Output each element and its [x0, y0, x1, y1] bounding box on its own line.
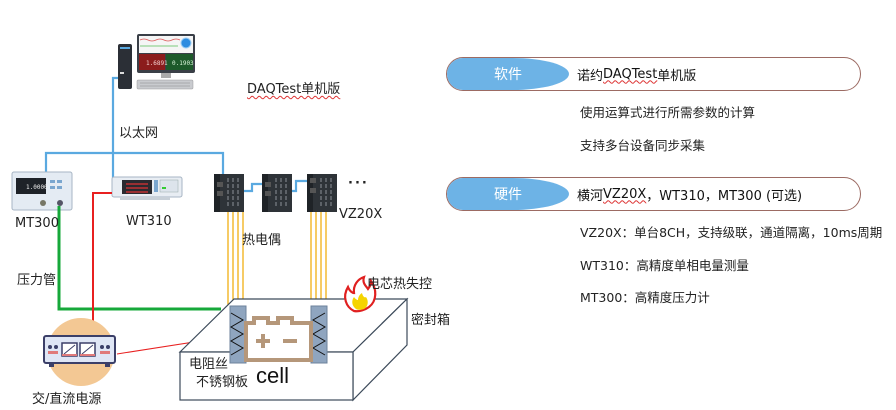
steel-plate-label: 不锈钢板 [196, 375, 249, 390]
more-devices-ellipsis: ··· [348, 176, 369, 191]
wt310-device-icon [111, 176, 183, 200]
pc-value-left: 1.6891 [146, 60, 168, 67]
mt300-label: MT300 [15, 216, 59, 231]
pc-icon: 1.6891 0.1903 [118, 34, 195, 90]
thermocouple-wires [227, 212, 327, 306]
thermocouple-label: 热电偶 [242, 233, 282, 248]
heater-wire-label: 电阻丝 [189, 357, 229, 372]
vz20x-module-icon [307, 174, 337, 212]
hardware-bullet: MT300：高精度压力计 [580, 290, 710, 305]
sealed-box-label: 密封箱 [411, 313, 451, 328]
power-supply-icon [43, 318, 116, 386]
mt300-display-value: 1.0000 [26, 184, 48, 191]
hardware-bullet: VZ20X：单台8CH，支持级联，通道隔离，10ms周期 [580, 225, 883, 240]
wt310-label: WT310 [126, 214, 172, 229]
pc-value-right: 0.1903 [172, 60, 194, 67]
cell-label: cell [256, 363, 290, 388]
hardware-tag: 硬件 [447, 178, 569, 210]
mt300-device-icon: 1.0000 [11, 171, 73, 211]
power-supply-label: 交/直流电源 [32, 392, 102, 407]
vz20x-label: VZ20X [339, 207, 383, 222]
heater-wire-left [230, 312, 244, 356]
ethernet-bus [44, 151, 225, 188]
pressure-tube-label: 压力管 [17, 273, 57, 288]
flame-icon [344, 275, 377, 313]
software-bullet: 使用运算式进行所需参数的计算 [580, 105, 756, 120]
hardware-bullet: WT310：高精度单相电量测量 [580, 258, 749, 273]
vz20x-modules [214, 174, 337, 212]
vz20x-module-icon [262, 174, 292, 212]
software-bullet: 支持多台设备同步采集 [580, 138, 706, 153]
software-title-product: DAQTest [603, 66, 658, 82]
pressure-tube [57, 206, 221, 311]
software-tag: 软件 [447, 58, 569, 90]
software-title-prefix: 诺约 [577, 68, 604, 84]
power-wire-to-wt310 [92, 192, 112, 327]
hardware-title-suffix: ，WT310，MT300 (可选) [646, 188, 803, 204]
hardware-title-prefix: 横河 [577, 188, 604, 204]
ethernet-trunk [111, 76, 118, 153]
hardware-title-product: VZ20X [603, 186, 647, 202]
software-diagram-label: DAQTest单机版 [247, 82, 341, 97]
vz20x-module-icon [214, 174, 244, 212]
battery-icon [244, 316, 313, 362]
ethernet-label: 以太网 [119, 126, 159, 141]
software-title-suffix: 单机版 [657, 68, 697, 84]
thermal-runaway-label: 电芯热失控 [367, 277, 433, 292]
